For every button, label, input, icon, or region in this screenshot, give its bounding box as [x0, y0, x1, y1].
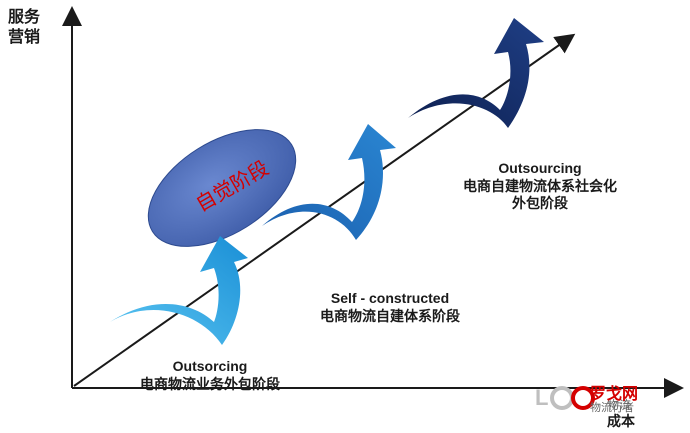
stage2-subtitle: 电商物流自建体系阶段 — [320, 307, 460, 324]
y-axis-label-line2: 营销 — [8, 29, 41, 46]
stage2-curved-arrow — [262, 124, 396, 240]
stage2-title: Self - constructed — [330, 290, 450, 306]
stage2-label: Self - constructed 电商物流自建体系阶段 — [290, 290, 490, 325]
stage3-subtitle: 电商自建物流体系社会化 — [463, 177, 617, 194]
watermark-brand: 罗戈网 — [590, 386, 639, 403]
y-axis-label-line1: 服务 — [8, 9, 41, 26]
stage3-label: Outsourcing 电商自建物流体系社会化 外包阶段 — [440, 160, 640, 213]
x-axis-label: 物流 成本 — [607, 398, 667, 431]
stage1-label: Outsorcing 电商物流业务外包阶段 — [110, 358, 310, 393]
svg-text:L: L — [535, 385, 548, 410]
x-axis-label-main: 成本 — [607, 413, 635, 429]
stage3-title: Outsourcing — [498, 160, 582, 176]
stage1-curved-arrow — [110, 236, 248, 345]
awareness-bubble — [147, 129, 297, 247]
stage3-subtitle2: 外包阶段 — [512, 195, 568, 211]
x-axis-label-partial: 物流 — [607, 398, 632, 412]
watermark-logo: L — [535, 385, 595, 410]
stage1-title: Outsorcing — [172, 358, 248, 374]
y-axis-label: 服务 营销 — [8, 8, 48, 48]
watermark-sub: 物流行者 — [590, 402, 634, 414]
stage3-curved-arrow — [408, 18, 544, 128]
stage1-subtitle: 电商物流业务外包阶段 — [140, 375, 280, 392]
